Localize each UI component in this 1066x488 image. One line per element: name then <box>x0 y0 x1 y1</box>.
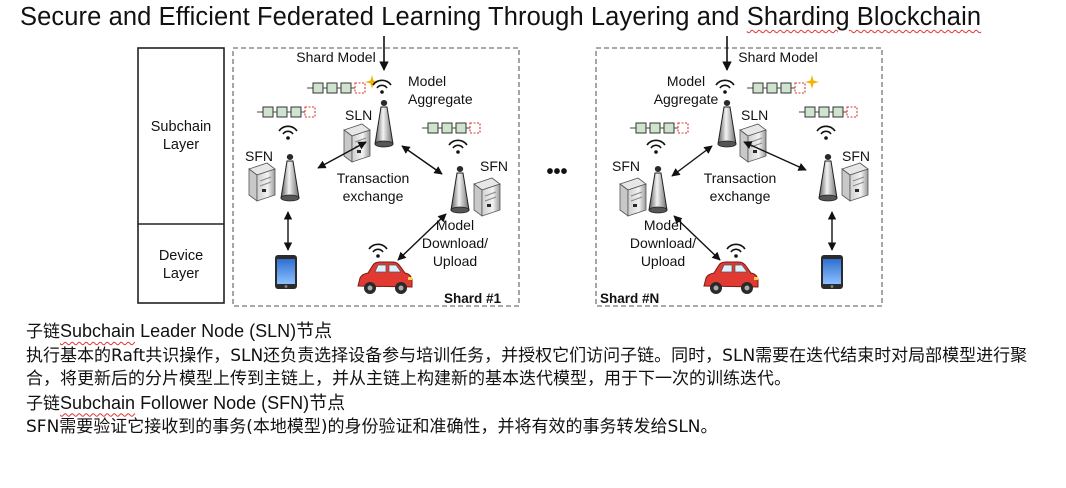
shardN-sfn-left-label: SFN <box>612 158 640 174</box>
shard1-car-icon <box>357 261 413 295</box>
shardN-sln-label: SLN <box>741 107 768 123</box>
shardN-sfn-right-tower-icon <box>818 153 838 202</box>
shard1-shard-model-label: Shard Model <box>296 49 375 65</box>
shardN-sfn-right-label: SFN <box>842 148 870 164</box>
shardN-car-signal-icon <box>726 243 746 259</box>
sln-paragraph: 执行基本的Raft共识操作，SLN还负责选择设备参与培训任务，并授权它们访问子链… <box>26 345 1028 390</box>
shard1-sfn-right-server-icon <box>473 177 501 217</box>
shard1-sln-antenna-icon <box>372 79 392 95</box>
shardN-sln-tower-icon <box>717 99 737 148</box>
sln-heading: 子链Subchain Leader Node (SLN)节点 <box>26 320 1061 345</box>
body-text: 子链Subchain Leader Node (SLN)节点 执行基本的Raft… <box>26 320 1061 440</box>
title-main: Secure and Efficient Federated Learning … <box>20 3 747 31</box>
shard1-phone-icon <box>275 255 297 289</box>
shardN-sfn-left-antenna-icon <box>646 139 666 155</box>
shardN-sfn-left-server-icon <box>619 177 647 217</box>
shardN-sln-antenna-icon <box>715 79 735 95</box>
title-squiggle-text: Sharding Blockchain <box>746 3 982 31</box>
shard1-sln-chain-icon <box>306 82 366 94</box>
shard1-sfn-left-server-icon <box>248 162 276 202</box>
shard1-sfn-right-tower-icon <box>450 165 470 214</box>
shardN-sfn-right-chain-icon <box>798 106 858 118</box>
shardN-phone-icon <box>821 255 843 289</box>
shardN-shard-model-label: Shard Model <box>738 49 817 65</box>
shard1-sln-server-icon <box>343 123 371 163</box>
shardN-car-icon <box>703 261 759 295</box>
shardN-sfn-right-server-icon <box>841 162 869 202</box>
shard1-sfn-left-tower-icon <box>280 153 300 202</box>
sln-heading-prefix: 子链 <box>26 322 60 342</box>
shardN-spark-icon <box>805 75 819 89</box>
shardN-sfn-left-chain-icon <box>629 122 689 134</box>
shard1-sfn-right-label: SFN <box>480 158 508 174</box>
shardN-label: Shard #N <box>600 291 659 306</box>
shard1-sfn-right-antenna-icon <box>448 139 468 155</box>
shard1-sfn-left-label: SFN <box>245 148 273 164</box>
shard1-sfn-left-antenna-icon <box>278 125 298 141</box>
sfn-paragraph: SFN需要验证它接收到的事务(本地模型)的身份验证和准确性，并将有效的事务转发给… <box>26 417 718 437</box>
sfn-heading-subchain: Subchain <box>60 392 136 413</box>
shard1-sfn-right-chain-icon <box>421 122 481 134</box>
shardN-sfn-right-antenna-icon <box>816 125 836 141</box>
shardN-sln-server-icon <box>739 123 767 163</box>
shard1-car-signal-icon <box>368 243 388 259</box>
shardN-sfn-left-tower-icon <box>648 165 668 214</box>
sln-heading-rest: Leader Node (SLN)节点 <box>135 321 333 341</box>
shard1-sfn-left-chain-icon <box>256 106 316 118</box>
shardN-sln-chain-icon <box>746 82 806 94</box>
sfn-heading-rest: Follower Node (SFN)节点 <box>135 392 346 413</box>
shard1-label: Shard #1 <box>444 291 502 306</box>
slide-title: Secure and Efficient Federated Learning … <box>20 3 981 32</box>
shard1-sln-tower-icon <box>374 99 394 148</box>
sfn-heading: 子链Subchain Follower Node (SFN)节点 <box>26 392 1061 417</box>
sfn-heading-prefix: 子链 <box>26 393 60 414</box>
sln-heading-subchain: Subchain <box>60 321 136 341</box>
shards-ellipsis: ••• <box>546 161 567 183</box>
shard1-sln-label: SLN <box>345 107 372 123</box>
